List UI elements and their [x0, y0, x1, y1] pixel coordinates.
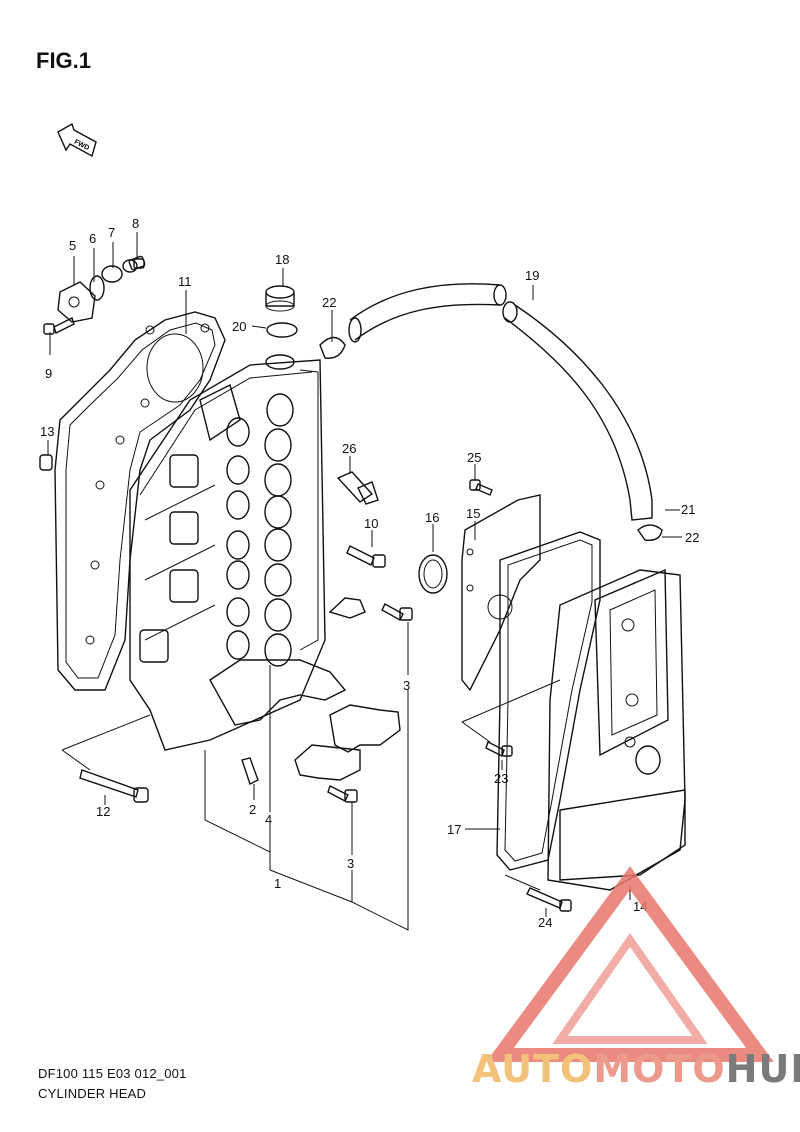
callout-3a: 3 [403, 678, 410, 693]
bracket-15 [461, 494, 541, 692]
dowel-pin-2 [241, 757, 259, 785]
callout-16: 16 [425, 510, 439, 525]
bolt-8 [128, 255, 146, 271]
thermostat-cover [57, 281, 96, 323]
hose-clamp-22b [637, 524, 663, 541]
watermark-logo [486, 866, 774, 1062]
fwd-arrow-icon: FWD [57, 122, 97, 158]
callout-24: 24 [538, 915, 552, 930]
callout-20: 20 [232, 319, 246, 334]
callout-11: 11 [178, 274, 192, 289]
cylinder-head [129, 354, 347, 751]
callout-2: 2 [249, 802, 256, 817]
dowel-pin-13 [39, 454, 53, 471]
callout-21: 21 [681, 502, 695, 517]
callout-4: 4 [265, 812, 272, 827]
diagram-code: DF100 115 E03 012_001 [38, 1066, 187, 1081]
callout-5: 5 [69, 238, 76, 253]
cam-cap-lower [294, 744, 361, 781]
callout-22b: 22 [685, 530, 699, 545]
valve-seats [226, 393, 294, 667]
callout-7: 7 [108, 225, 115, 240]
cam-cap-bolt-3b [327, 785, 358, 803]
callout-25: 25 [467, 450, 481, 465]
callout-6: 6 [89, 231, 96, 246]
callout-13: 13 [40, 424, 54, 439]
diagram-caption: CYLINDER HEAD [38, 1086, 147, 1101]
callout-1: 1 [274, 876, 281, 891]
callout-18: 18 [275, 252, 289, 267]
callout-22a: 22 [322, 295, 336, 310]
spark-plug-26 [336, 471, 379, 505]
bolt-23 [485, 741, 513, 757]
o-ring-20 [266, 322, 298, 338]
callout-26: 26 [342, 441, 356, 456]
callout-8: 8 [132, 216, 139, 231]
figure-title: FIG.1 [36, 48, 92, 73]
thermostat [89, 258, 145, 301]
callout-19: 19 [525, 268, 539, 283]
callout-10: 10 [364, 516, 378, 531]
seal-ring-16 [418, 554, 448, 594]
callout-3b: 3 [347, 856, 354, 871]
callout-12: 12 [96, 804, 110, 819]
head-cover-gasket-17 [496, 531, 601, 871]
callout-23: 23 [494, 771, 508, 786]
callout-labels: 1 2 3 3 4 5 6 7 8 9 10 11 12 13 14 15 16… [40, 216, 699, 930]
bolt-10 [346, 545, 386, 568]
leader-lines [47, 232, 682, 931]
callout-9: 9 [45, 366, 52, 381]
bolt-25 [469, 479, 493, 496]
bolt-24 [526, 887, 572, 912]
cam-cap-bolt-3a [381, 603, 413, 621]
watermark-text: AUTOMOTOHUB [472, 1047, 800, 1091]
head-bolt-12 [79, 769, 149, 803]
filler-cap-18 [265, 285, 295, 312]
hose-clamp-22a [319, 336, 346, 359]
callout-15: 15 [466, 506, 480, 521]
bolt-9 [43, 317, 75, 335]
head-gasket [54, 311, 226, 691]
cam-cap-upper [328, 597, 401, 753]
callout-17: 17 [447, 822, 461, 837]
cylinder-head-cover-14 [547, 568, 686, 891]
breather-hose-19 [348, 283, 653, 521]
